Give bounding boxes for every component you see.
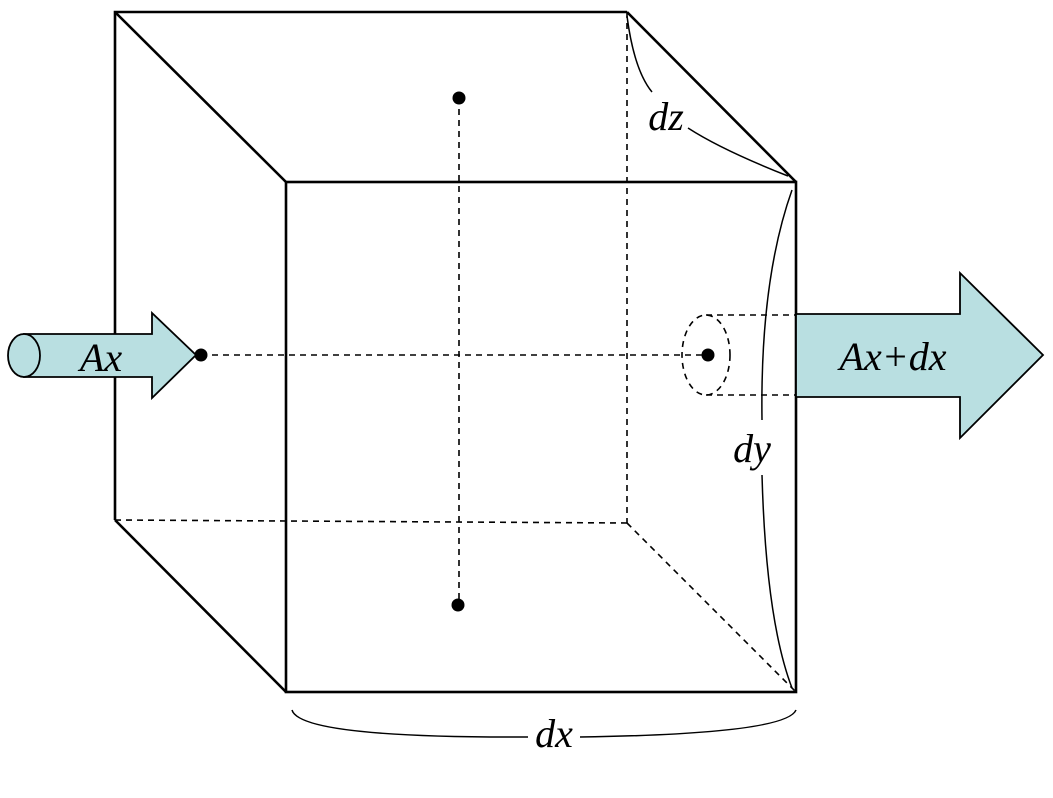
label-dz: dz <box>648 94 684 139</box>
inflow-arrow <box>7 310 198 401</box>
hidden-edge-depth-bottom-right <box>626 522 797 693</box>
center-points <box>194 91 715 612</box>
label-inflow: Ax <box>77 335 122 380</box>
point-bottom <box>451 598 465 612</box>
dz-brace <box>626 15 789 177</box>
edge-depth-bottom-left <box>114 519 287 693</box>
outflow-arrow <box>795 270 1045 441</box>
point-top <box>452 91 466 105</box>
inflow-arrow-cap <box>7 333 41 378</box>
stream-tube <box>681 314 796 396</box>
visible-edges <box>113 10 798 694</box>
front-face <box>284 180 798 694</box>
edge-depth-top-right <box>626 11 797 183</box>
label-dx: dx <box>535 711 573 756</box>
hidden-edges <box>114 12 797 693</box>
hidden-edge-back-bottom <box>114 519 628 524</box>
stream-tube-ellipse <box>681 314 731 396</box>
edge-depth-top-left <box>114 11 287 183</box>
inflow-arrow-body <box>23 310 198 401</box>
dimension-braces <box>291 15 797 738</box>
point-inflow <box>194 348 208 362</box>
dx-brace <box>291 709 797 738</box>
point-outflow <box>701 348 715 362</box>
dy-brace <box>761 189 793 689</box>
label-dy: dy <box>733 426 771 471</box>
label-outflow: Ax+dx <box>837 334 947 379</box>
